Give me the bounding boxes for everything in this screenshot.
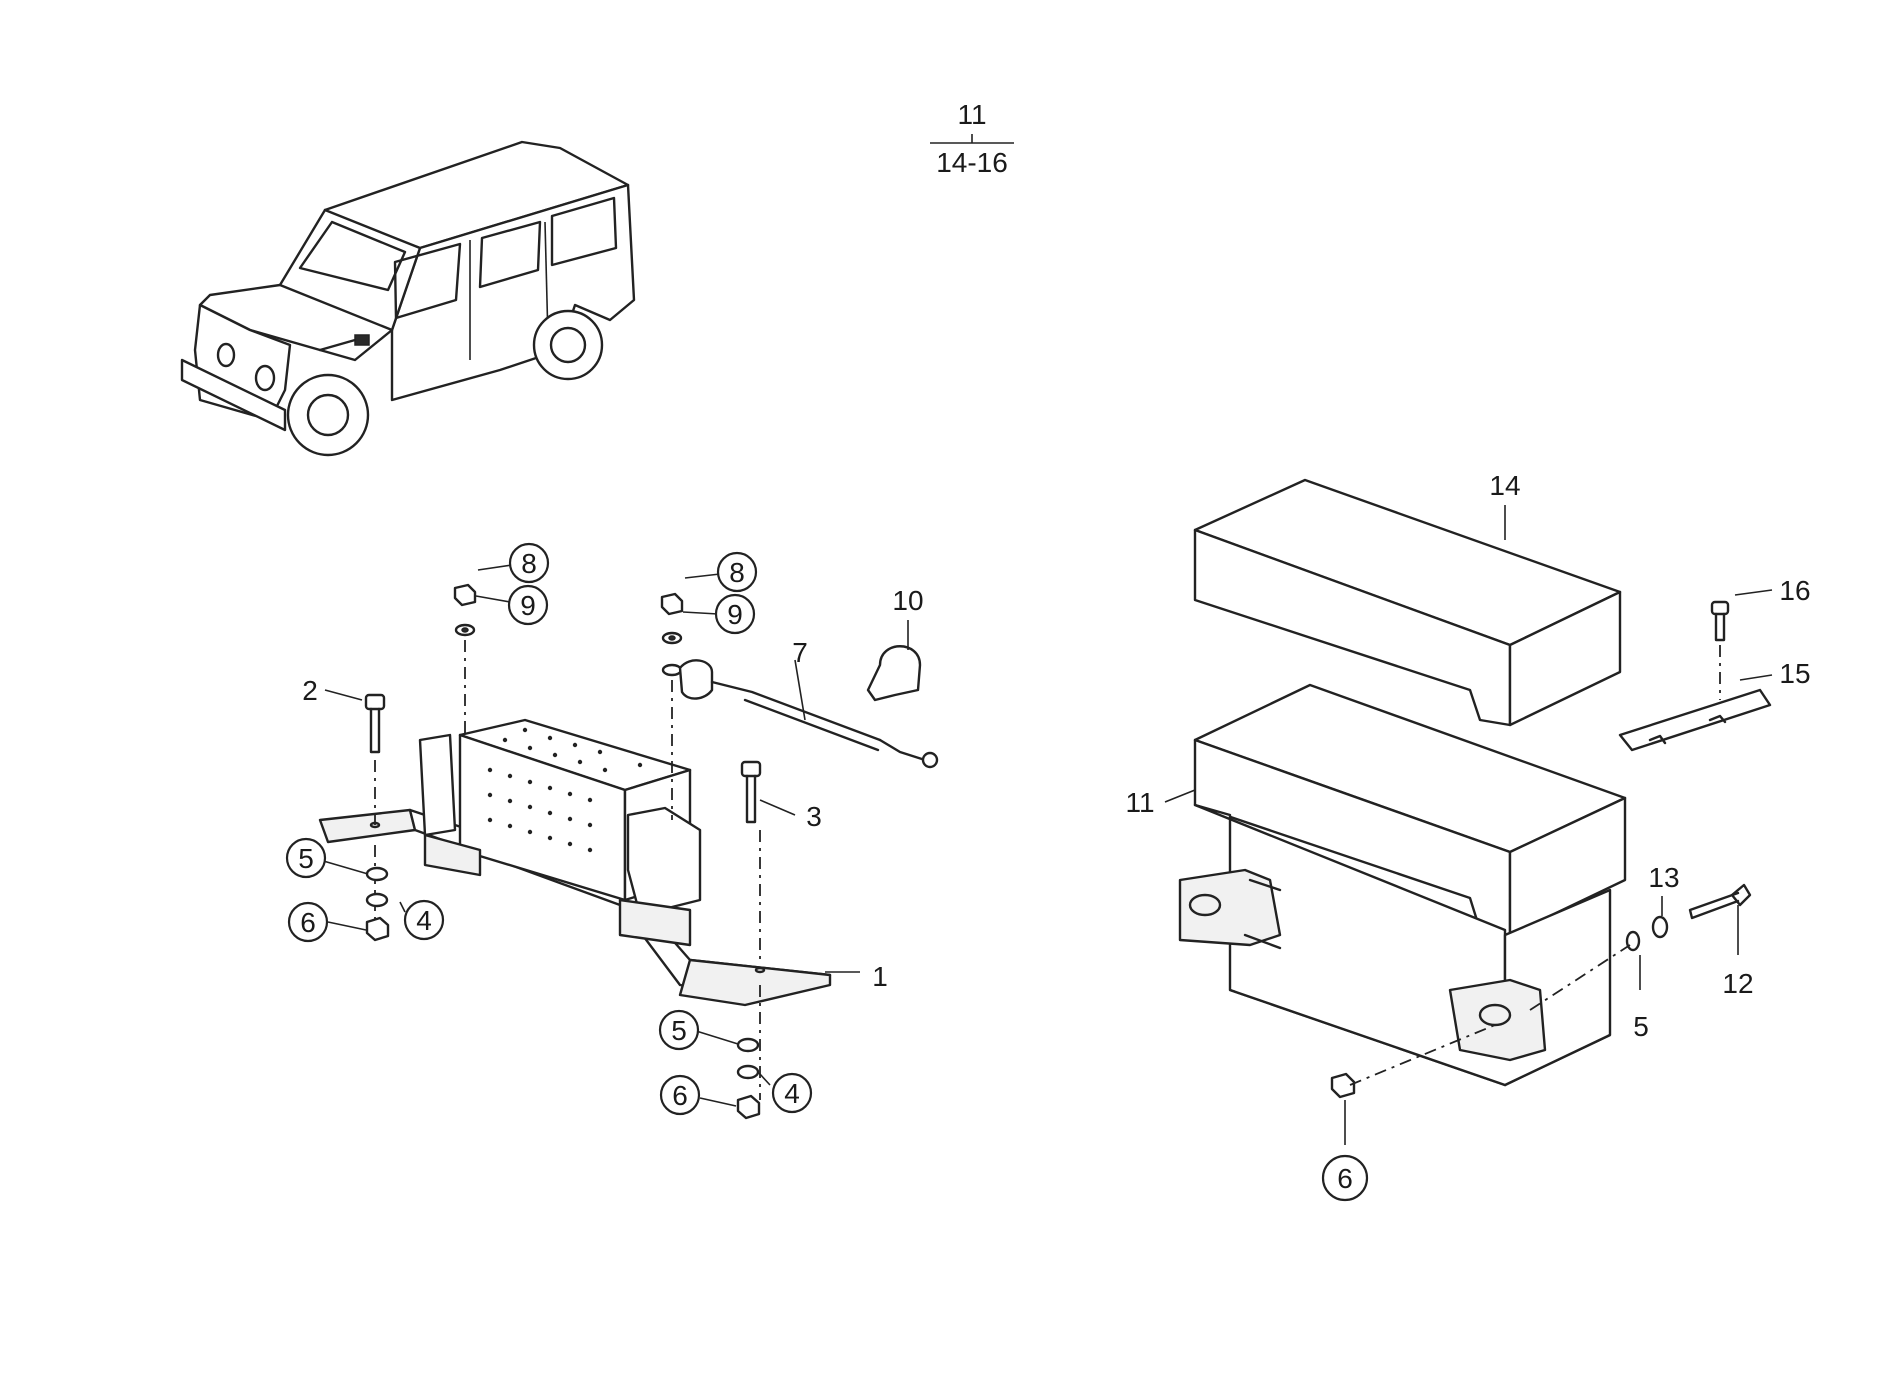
callout-4-left: 4 [416,905,432,936]
callout-12: 12 [1722,968,1753,999]
resistor-assembly [318,583,939,1120]
callout-9-left: 9 [520,590,536,621]
callout-7: 7 [792,637,808,668]
callout-13: 13 [1648,862,1679,893]
callout-6-box: 6 [1337,1163,1353,1194]
callout-labels: 1 2 3 4 4 5 5 5 6 6 6 7 8 8 9 9 10 11 12… [285,470,1811,1202]
callout-11: 11 [1125,787,1154,818]
callout-14: 14 [1489,470,1520,501]
callout-8-left: 8 [521,548,537,579]
callout-6-right: 6 [672,1080,688,1111]
callout-leaders [319,505,1773,1145]
callout-2: 2 [302,675,318,706]
callout-1: 1 [872,961,888,992]
reference-top: 11 [957,99,986,130]
housing-perforations [487,727,643,853]
callout-9-right: 9 [727,599,743,630]
callout-4-right: 4 [784,1078,800,1109]
callout-3: 3 [806,801,822,832]
callout-5-right: 5 [671,1015,687,1046]
control-box-assembly [1178,478,1772,1099]
callout-5-box: 5 [1633,1011,1649,1042]
callout-16: 16 [1779,575,1810,606]
callout-5-left: 5 [298,843,314,874]
reference-index: 11 14-16 [930,99,1014,178]
vehicle-illustration [180,140,636,457]
callout-15: 15 [1779,658,1810,689]
callout-8-right: 8 [729,557,745,588]
callout-10: 10 [892,585,923,616]
reference-bottom: 14-16 [936,147,1008,178]
callout-6-left: 6 [300,907,316,938]
